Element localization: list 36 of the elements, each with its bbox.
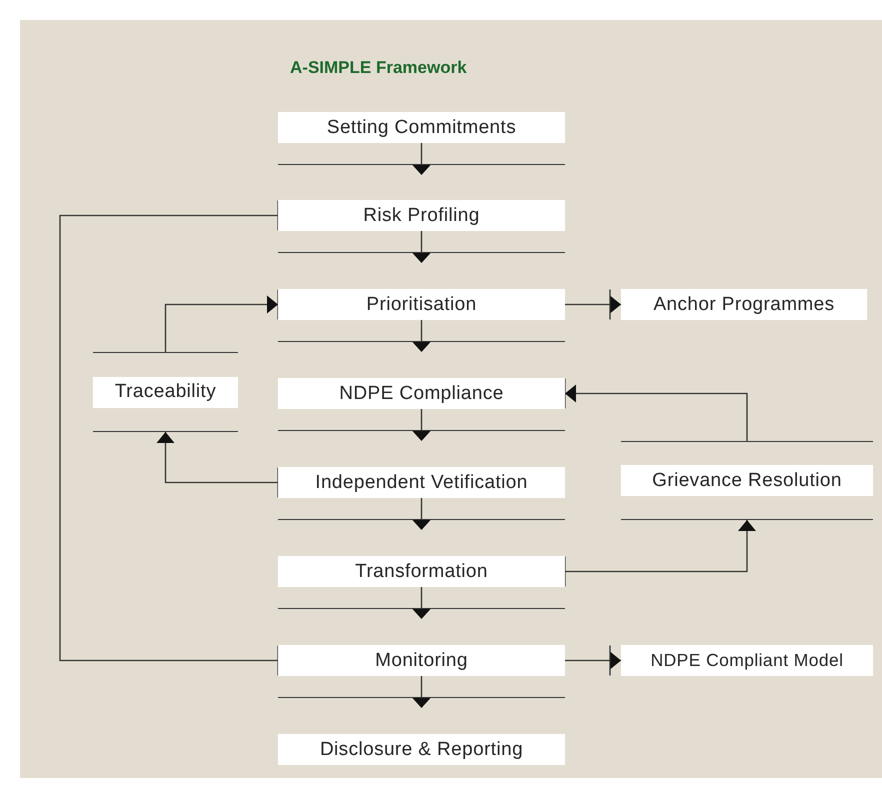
- step-box: [621, 645, 873, 676]
- step-label: Disclosure & Reporting: [278, 734, 565, 765]
- ruled-step-box: [93, 352, 238, 432]
- connector-arrow: [565, 288, 622, 320]
- title: A-SIMPLE Framework: [290, 58, 467, 78]
- step-label: Anchor Programmes: [653, 294, 835, 316]
- connector-arrow: [164, 288, 279, 352]
- ruled-step-box: [278, 608, 565, 676]
- step-label: NDPE Compliance: [278, 378, 565, 409]
- ruled-step-box: [278, 341, 565, 409]
- step-label: Independent Vetification: [278, 467, 565, 498]
- ruled-step-box: [278, 252, 565, 320]
- step-box: [621, 289, 867, 320]
- connector-arrow: [412, 231, 432, 263]
- connector-arrow: [412, 409, 432, 441]
- connector-arrow: [565, 644, 622, 676]
- connector-arrow: [412, 498, 432, 530]
- connector-arrow: [156, 432, 279, 498]
- connector-arrow: [412, 143, 432, 175]
- ruled-step-box: [278, 164, 565, 231]
- ruled-step-box: [278, 519, 565, 587]
- step-box: [278, 112, 565, 143]
- step-label: Transformation: [278, 556, 565, 587]
- connector-arrow: [412, 587, 432, 619]
- step-label: Traceability: [93, 376, 238, 408]
- connector-arrow: [412, 676, 432, 708]
- step-label: NDPE Compliant Model: [650, 650, 844, 671]
- ruled-step-box: [278, 430, 565, 498]
- step-label: Monitoring: [278, 645, 565, 676]
- step-label: Risk Profiling: [278, 200, 565, 231]
- ruled-step-box: [278, 697, 565, 765]
- step-label: Prioritisation: [278, 289, 565, 320]
- step-label: Setting Commitments: [326, 116, 516, 138]
- connector-arrow: [412, 320, 432, 352]
- ruled-step-box: [621, 441, 873, 520]
- step-label: Grievance Resolution: [621, 465, 873, 496]
